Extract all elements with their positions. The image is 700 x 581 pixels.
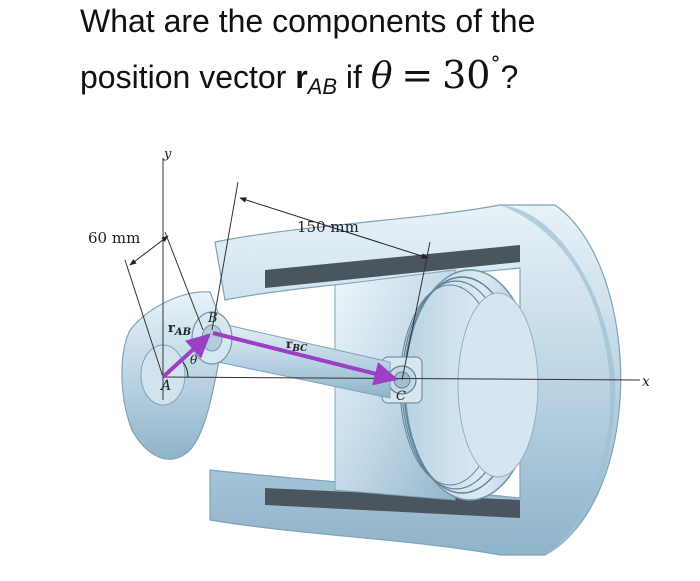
label-y-axis: y [163,147,172,162]
label-theta: θ [190,353,198,367]
vector-rbc [212,331,399,386]
question-mid: if [337,59,371,95]
vector-rab [161,333,211,379]
label-60mm: 60 mm [88,229,140,247]
theta-arc [182,361,189,378]
question-text: What are the components of the position … [80,0,680,108]
question-prefix: position vector [80,59,296,95]
dimension-60mm [124,231,204,378]
label-point-a: A [159,378,171,394]
theta-symbol: θ [370,56,393,97]
angle-value: 30 [442,53,491,97]
vector-subscript: AB [307,74,338,99]
label-150mm: 150 mm [297,218,359,236]
x-axis-line [162,376,641,381]
bottom-slot [265,488,520,518]
degree-symbol: ° [490,51,501,75]
equals-sign: = [401,53,434,97]
label-point-b: B [207,311,218,326]
dimension-150mm [211,181,431,381]
question-line-1: What are the components of the [80,3,536,39]
question-mark: ? [500,59,519,95]
question-line-2: position vector rAB if θ = 30°? [80,42,680,108]
label-x-axis: x [642,374,650,390]
top-slot [265,245,520,288]
label-vector-rbc: rBC [286,337,308,354]
vector-symbol: r [295,59,308,95]
label-point-c: C [396,389,406,404]
label-vector-rab: rAB [168,321,191,338]
